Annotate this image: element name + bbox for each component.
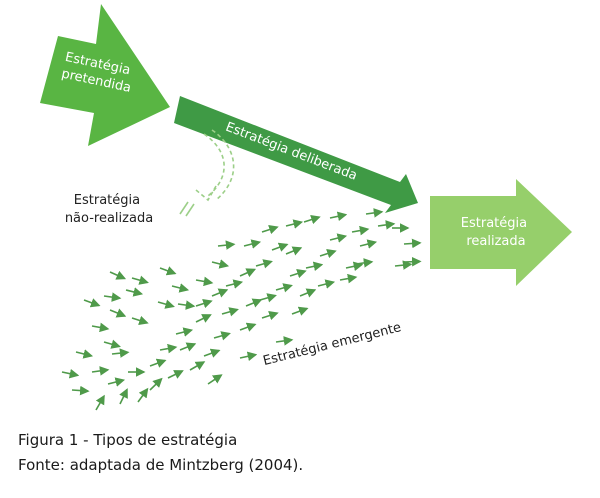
emergent-arrow-icon	[245, 298, 263, 308]
emergent-arrow-icon	[109, 308, 127, 318]
unrealized-strategy-label: Estratégia não-realizada	[65, 193, 153, 226]
emergent-arrow-icon	[275, 283, 293, 293]
emergent-arrow-icon	[329, 211, 348, 222]
emergent-arrow-icon	[75, 349, 94, 359]
emergent-arrow-icon	[239, 322, 257, 332]
emergent-arrow-icon	[359, 239, 378, 249]
emergent-arrow-icon	[91, 322, 110, 333]
emergent-arrow-icon	[119, 388, 128, 405]
emergent-arrow-icon	[109, 270, 127, 280]
emergent-strategy-arrows	[61, 208, 422, 411]
emergent-arrow-icon	[403, 238, 422, 249]
deliberate-strategy-label: Estratégia deliberada	[223, 120, 359, 184]
emergent-arrow-icon	[107, 377, 126, 387]
emergent-arrow-icon	[275, 336, 294, 346]
emergent-arrow-icon	[243, 239, 262, 249]
emergent-arrow-icon	[317, 279, 336, 289]
emergent-arrow-icon	[351, 225, 370, 236]
emergent-arrow-icon	[91, 366, 110, 376]
emergent-arrow-icon	[149, 377, 163, 391]
emergent-arrow-icon	[255, 259, 273, 269]
emergent-arrow-icon	[261, 310, 279, 321]
unrealized-strategy-marks	[179, 201, 195, 217]
emergent-arrow-icon	[103, 292, 122, 302]
svg-text:Estratégia realizada: Estratégia realizada	[461, 216, 531, 249]
emergent-arrow-icon	[195, 314, 212, 323]
emergent-arrow-icon	[259, 293, 277, 303]
emergent-arrow-icon	[61, 368, 80, 379]
emergent-arrow-icon	[299, 288, 317, 298]
emergent-arrow-icon	[339, 273, 358, 284]
emergent-arrow-icon	[394, 260, 413, 270]
emergent-arrow-icon	[71, 385, 90, 396]
emergent-arrow-icon	[305, 261, 324, 272]
emergent-arrow-icon	[207, 374, 223, 385]
emergent-arrow-icon	[95, 394, 105, 411]
emergent-arrow-icon	[131, 275, 149, 285]
emergent-arrow-icon	[195, 298, 213, 309]
emergent-arrow-icon	[239, 351, 258, 362]
emergent-arrow-icon	[189, 361, 206, 371]
intended-strategy-arrow: Estratégia pretendida	[40, 4, 170, 146]
emergent-arrow-icon	[239, 268, 257, 278]
emergent-arrow-icon	[203, 348, 221, 358]
emergent-arrow-icon	[289, 268, 307, 279]
emergent-arrow-icon	[377, 220, 396, 230]
emergent-arrow-icon	[149, 358, 167, 368]
emergent-arrow-icon	[103, 339, 121, 349]
strategy-types-diagram: Estratégia pretendida Estratégia deliber…	[40, 4, 572, 411]
emergent-arrow-icon	[403, 256, 422, 267]
emergent-arrow-icon	[225, 279, 244, 289]
deliberate-strategy-arrow: Estratégia deliberada	[174, 96, 418, 213]
emergent-arrow-icon	[213, 331, 231, 341]
emergent-arrow-icon	[285, 246, 303, 256]
realized-strategy-label-line2: realizada	[466, 234, 525, 249]
emergent-arrow-icon	[137, 387, 149, 403]
emergent-arrow-icon	[159, 343, 178, 354]
emergent-arrow-icon	[125, 287, 144, 297]
emergent-arrow-icon	[157, 299, 175, 309]
figure-source: Fonte: adaptada de Mintzberg (2004).	[18, 456, 304, 474]
emergent-arrow-icon	[319, 248, 337, 259]
emergent-arrow-icon	[217, 240, 236, 250]
emergent-arrow-icon	[211, 259, 230, 269]
emergent-arrow-icon	[211, 288, 229, 298]
emergent-arrow-icon	[159, 266, 177, 276]
emergent-arrow-icon	[329, 233, 348, 243]
unrealized-strategy-curve	[195, 129, 235, 202]
emergent-strategy-label: Estratégia emergente	[262, 320, 403, 369]
emergent-arrow-icon	[365, 208, 384, 218]
emergent-arrow-icon	[131, 315, 149, 326]
emergent-arrow-icon	[175, 327, 194, 337]
figure-caption: Figura 1 - Tipos de estratégia	[18, 431, 238, 449]
realized-strategy-label-line1: Estratégia	[461, 216, 527, 231]
emergent-arrow-icon	[221, 307, 239, 317]
emergent-arrow-icon	[171, 283, 190, 293]
emergent-arrow-icon	[83, 298, 101, 308]
emergent-arrow-icon	[355, 258, 374, 268]
emergent-arrow-icon	[261, 224, 279, 235]
emergent-arrow-icon	[177, 300, 196, 310]
emergent-arrow-icon	[111, 348, 130, 358]
emergent-arrow-icon	[271, 242, 289, 252]
emergent-arrow-icon	[179, 342, 197, 352]
realized-strategy-arrow: Estratégia realizada	[430, 179, 572, 286]
emergent-arrow-icon	[285, 219, 304, 229]
emergent-arrow-icon	[345, 261, 364, 272]
emergent-arrow-icon	[291, 306, 309, 316]
emergent-arrow-icon	[167, 370, 184, 379]
emergent-arrow-icon	[303, 214, 321, 225]
emergent-arrow-icon	[195, 276, 214, 287]
